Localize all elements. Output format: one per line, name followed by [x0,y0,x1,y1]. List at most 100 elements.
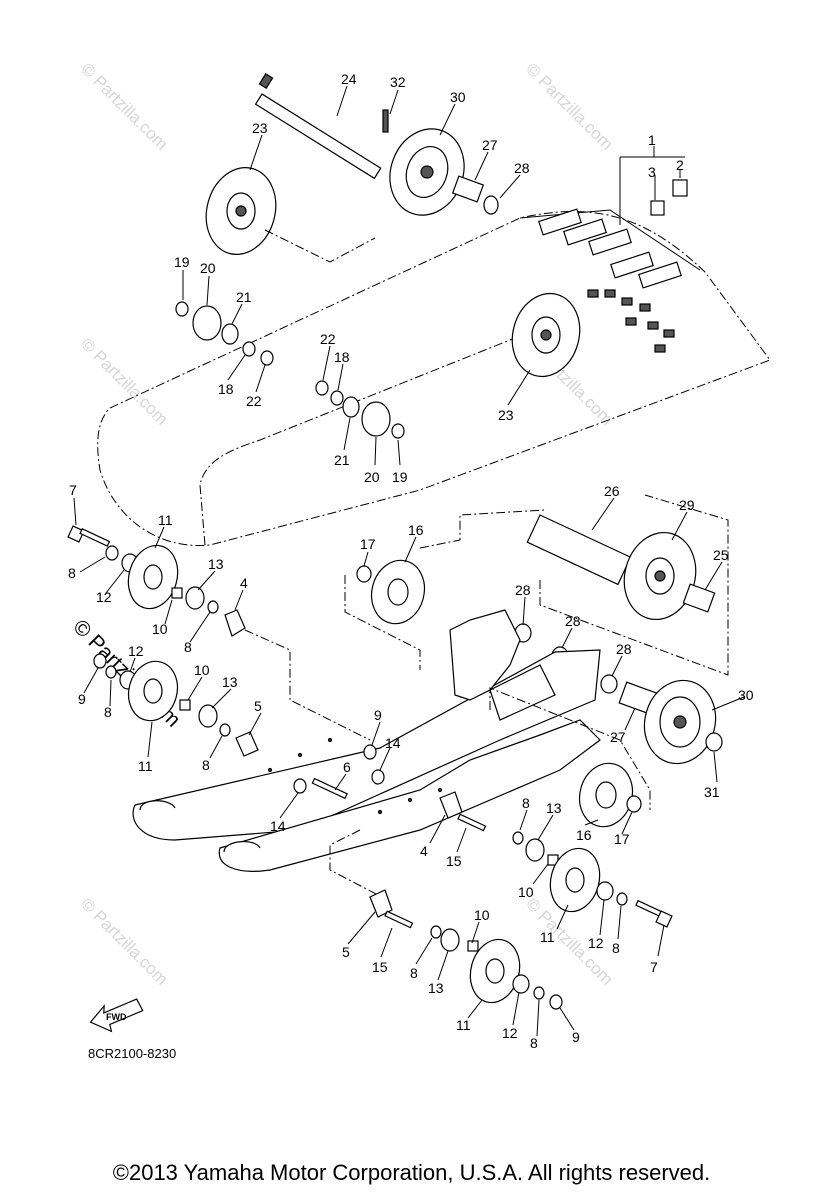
upper-parts [175,72,688,439]
part-labels: 1 2 3 24 32 30 27 28 23 19 20 21 18 22 2… [68,71,754,1051]
clip-22-left [260,350,274,366]
label-10-r1: 10 [518,884,534,900]
label-20-right: 20 [364,469,380,485]
label-11-l1: 11 [158,512,173,528]
wheel-11-l2 [127,660,179,722]
label-9-c: 9 [374,707,382,723]
bracket-4-right [439,791,463,819]
washer-17-lower [626,795,642,813]
washer-20-right [361,401,391,437]
label-15-b: 15 [372,959,388,975]
nut-9-c [363,744,377,760]
label-25: 25 [713,547,729,563]
label-8-r4: 8 [530,1035,538,1051]
center-bolts [293,744,487,929]
label-8-r3: 8 [410,965,418,981]
bushing-13-r1 [525,838,545,862]
label-16-upper: 16 [408,522,424,538]
label-8-l2: 8 [184,639,192,655]
bolt-7-right [635,899,673,928]
label-7-left: 7 [69,482,77,498]
dashed-lines [244,229,729,896]
wheel-29 [623,531,697,621]
label-2: 2 [676,157,684,173]
label-18-left: 18 [218,381,234,397]
spacer-10-l1 [171,587,183,599]
collar-25 [682,583,716,613]
label-6: 6 [343,759,351,775]
label-30-top: 30 [450,89,466,105]
nut-9-r [549,994,563,1010]
bolt-6 [311,777,348,800]
label-10-r2: 10 [474,907,490,923]
label-18-right: 18 [334,349,350,365]
wheel-16-upper [370,559,426,625]
label-4-left: 4 [240,575,248,591]
washer-8-l4 [219,723,231,737]
label-28-top: 28 [514,160,530,176]
label-28-a: 28 [515,582,531,598]
label-20-left: 20 [200,260,216,276]
label-13-l1: 13 [208,556,224,572]
label-13-r2: 13 [428,980,444,996]
copyright-notice: ©2013 Yamaha Motor Corporation, U.S.A. A… [112,1160,711,1185]
watermark: © Partzilla.com [77,59,171,153]
label-12-l2: 12 [128,643,144,659]
label-23-left: 23 [252,120,268,136]
watermark: © Partzilla.com [77,894,171,988]
label-9-r: 9 [572,1029,580,1045]
rear-parts [356,514,723,828]
washer-8-r1 [512,831,524,845]
label-5-right: 5 [342,944,350,960]
label-14-c: 14 [385,735,401,751]
label-21-left: 21 [236,289,252,305]
nut-9-l [93,653,107,669]
label-5-left: 5 [254,698,262,714]
suspension-rails [132,609,601,872]
label-27: 27 [610,729,626,745]
wheel-11-r1 [549,847,601,913]
bearing-21-right [342,396,360,418]
label-26: 26 [604,483,620,499]
fwd-arrow-icon: FWD [89,998,144,1033]
label-13-r1: 13 [546,800,562,816]
label-31: 31 [704,784,720,800]
washer-8-l1 [105,545,119,561]
label-15-a: 15 [446,853,462,869]
label-28-b: 28 [565,613,581,629]
washer-8-l2 [207,600,219,614]
nut-14-l [293,778,307,794]
label-19-left: 19 [174,254,190,270]
watermark: © Partzilla.com [77,334,171,428]
label-13-l2: 13 [222,674,238,690]
washer-8-r4 [533,986,545,1000]
bracket-5-right [369,889,393,918]
label-8-r2: 8 [612,940,620,956]
collar-18-right [330,390,344,406]
collar-18-left [242,341,256,357]
label-8-r1: 8 [522,795,530,811]
watermark: © Partzilla.com [522,59,616,153]
clip-22-right [315,380,329,396]
label-24: 24 [341,71,357,87]
front-right-parts [430,831,673,1010]
collar-12-r1 [596,881,614,901]
label-3: 3 [648,164,656,180]
label-19-right: 19 [392,469,408,485]
nut-19-right [391,423,405,439]
label-22-left: 22 [246,393,262,409]
bushing-13-l2 [198,704,218,728]
bracket-5-left [235,731,259,757]
bushing-13-l1 [185,586,205,610]
label-11-r1: 11 [540,929,555,945]
bearing-21-left [221,323,239,345]
label-17-lower: 17 [614,831,630,847]
label-8-l3: 8 [104,704,112,720]
pin-32 [382,109,389,133]
label-10-l1: 10 [152,621,168,637]
washer-20-left [192,305,222,341]
part-3 [650,200,665,216]
track-belt [97,208,771,547]
washer-8-r2 [616,892,628,906]
